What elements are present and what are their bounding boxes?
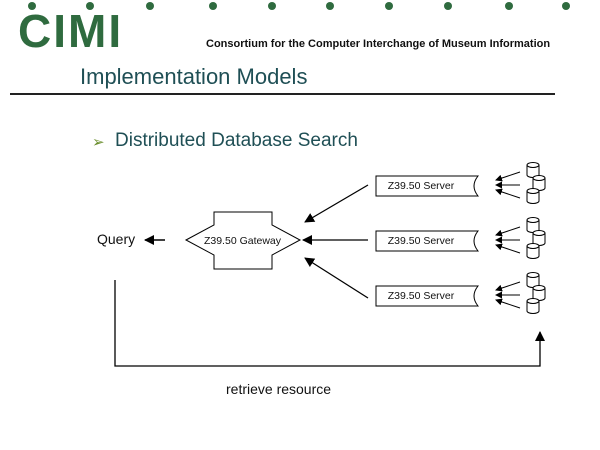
header-dot	[268, 2, 276, 10]
server3-to-gateway-arrow	[304, 257, 369, 299]
header-dot	[146, 2, 154, 10]
header-dot	[444, 2, 452, 10]
query-label: Query	[97, 231, 136, 247]
database-icons	[526, 162, 546, 314]
server-label: Z39.50 Server	[387, 180, 455, 192]
gateway-shape	[184, 211, 302, 270]
database-icon	[526, 298, 540, 314]
bullet-arrow-icon: ➢	[92, 134, 105, 151]
slide-title: Implementation Models	[80, 64, 308, 89]
header-dot	[209, 2, 217, 10]
header-dots	[28, 2, 570, 10]
retrieve-label: retrieve resource	[226, 381, 332, 397]
database-icon	[532, 175, 546, 191]
db-arrow	[495, 226, 521, 237]
database-arrows	[495, 171, 521, 309]
bullet-text: Distributed Database Search	[115, 130, 358, 151]
server-label: Z39.50 Server	[387, 235, 455, 247]
server-shape	[375, 175, 480, 197]
title-divider	[10, 93, 555, 95]
header-dot	[86, 2, 94, 10]
header-dot	[326, 2, 334, 10]
organization-name: Consortium for the Computer Interchange …	[206, 38, 551, 50]
server1-to-gateway-arrow	[304, 184, 369, 223]
database-icon	[526, 272, 540, 288]
header-dot	[385, 2, 393, 10]
db-arrow	[495, 281, 521, 292]
gateway-label: Z39.50 Gateway	[203, 235, 282, 247]
header-dot	[505, 2, 513, 10]
db-arrow	[495, 188, 521, 199]
database-icon	[532, 230, 546, 246]
retrieve-path	[114, 280, 545, 367]
server-shape	[375, 285, 480, 307]
db-arrow	[495, 171, 521, 182]
header-dot	[562, 2, 570, 10]
db-arrow	[495, 298, 521, 309]
db-arrow	[495, 243, 521, 254]
header-dot	[28, 2, 36, 10]
server-label: Z39.50 Server	[387, 290, 455, 302]
database-icon	[526, 243, 540, 259]
cimi-logo: CIMI	[18, 5, 124, 57]
server-shape	[375, 230, 480, 252]
database-icon	[526, 188, 540, 204]
